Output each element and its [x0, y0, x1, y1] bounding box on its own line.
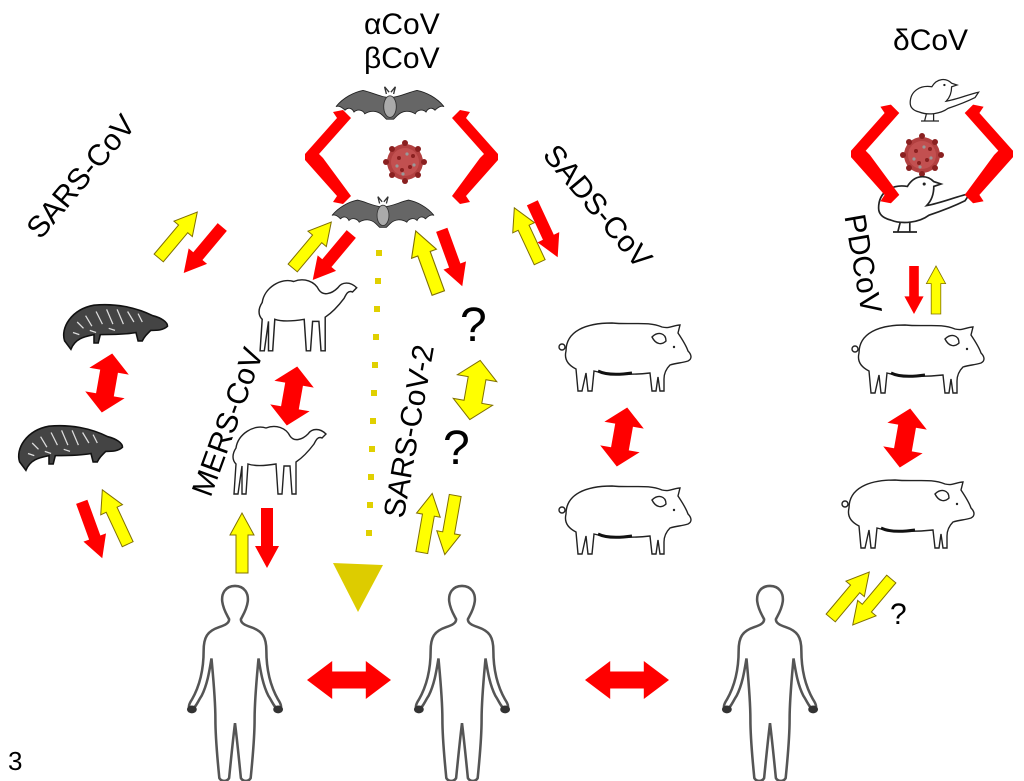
arrow-up-yellow-mers-top — [283, 213, 341, 277]
civet-icon-1 — [62, 303, 169, 351]
double-arrow-pd-pigs — [880, 404, 930, 472]
double-arrow-human-2-3 — [585, 661, 669, 699]
question-mark-3: ? — [890, 598, 907, 631]
arrow-down-red-mers-bottom — [255, 508, 279, 568]
arrow-down-yellow-sars2-bottom — [432, 492, 468, 558]
bird-bottom-icon — [877, 175, 971, 233]
arrow-up-yellow-sars2-bottom — [409, 490, 445, 556]
beta-cov-label: βCoV — [364, 42, 440, 75]
double-arrow-unknown-yellow — [449, 356, 501, 424]
pig-icon-pd-1 — [850, 323, 986, 395]
human-icon-1 — [185, 584, 285, 781]
double-arrow-human-1-2 — [307, 661, 391, 699]
double-arrow-camels — [267, 362, 317, 430]
civet-icon-2 — [17, 424, 124, 472]
bracket-double-arrow-right — [452, 110, 498, 204]
double-arrow-sads-pigs — [597, 403, 647, 471]
direct-transmission-arrowhead — [333, 563, 383, 612]
pig-icon-pd-2 — [840, 478, 976, 550]
coronavirus-icon-bat — [383, 140, 427, 184]
coronavirus-icon-bird — [900, 133, 944, 177]
pig-icon-sads-1 — [557, 321, 693, 393]
bat-top-icon — [335, 86, 445, 120]
human-icon-3 — [720, 584, 820, 781]
question-mark-1: ? — [460, 299, 487, 352]
delta-cov-label: δCoV — [893, 24, 969, 57]
arrow-up-yellow-mers-bottom — [229, 512, 255, 574]
camel-icon-1 — [258, 279, 358, 352]
double-arrow-civets — [82, 349, 132, 417]
arrow-down-red-pdcov — [904, 266, 924, 314]
alpha-cov-label: αCoV — [364, 8, 440, 41]
arrow-up-yellow-pdcov — [926, 265, 946, 315]
question-mark-2: ? — [443, 422, 470, 475]
pig-icon-sads-2 — [557, 484, 693, 556]
panel-number: 3 — [8, 746, 23, 776]
bracket-double-arrow-left — [305, 110, 351, 204]
camel-icon-2 — [232, 425, 327, 495]
dotted-transmission-line — [366, 250, 382, 536]
bracket-double-arrow-right-bird — [964, 104, 1013, 204]
human-icon-2 — [412, 584, 512, 781]
bat-bottom-icon — [331, 196, 435, 228]
bracket-double-arrow-left-bird — [851, 104, 900, 204]
